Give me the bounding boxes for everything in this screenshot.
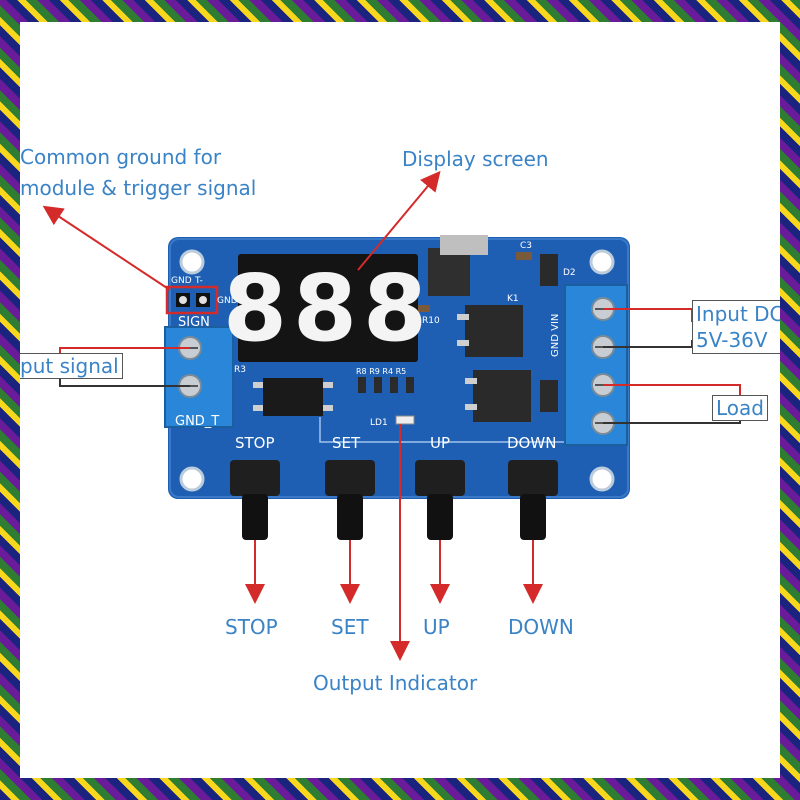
down-switch — [508, 460, 558, 540]
label-up: UP — [423, 615, 450, 639]
silk-gnd-vin: GND VIN — [550, 314, 561, 357]
line-load-top — [603, 384, 741, 397]
label-common-ground-2: module & trigger signal — [20, 176, 257, 200]
set-switch — [325, 460, 375, 540]
silk-c3: C3 — [520, 241, 532, 251]
display-digits: 888 — [223, 255, 433, 362]
silk-up: UP — [430, 434, 450, 452]
silk-r3: R3 — [234, 365, 246, 375]
callout-arrows — [42, 170, 741, 661]
arrow-display — [357, 170, 441, 271]
line-input-signal-bottom — [59, 378, 190, 387]
mount-hole-br — [589, 466, 615, 492]
label-common-ground-1: Common ground for — [20, 145, 222, 169]
silk-gnd-t: GND_T — [175, 414, 219, 429]
label-input-signal: put signal — [20, 353, 123, 379]
silk-r10: R10 — [422, 316, 440, 326]
mount-hole-bl — [179, 466, 205, 492]
mount-hole-tl — [179, 249, 205, 275]
up-switch — [415, 460, 465, 540]
label-output-indicator: Output Indicator — [313, 671, 478, 695]
silk-ld1: LD1 — [370, 418, 388, 428]
mount-hole-tr — [589, 249, 615, 275]
label-down: DOWN — [508, 615, 574, 639]
silk-gnd2: GND — [217, 296, 238, 306]
silk-d2: D2 — [563, 268, 576, 278]
label-input-dc: Input DC 5V-36V — [692, 300, 780, 354]
label-set: SET — [331, 615, 369, 639]
arrow-common-ground — [42, 205, 171, 291]
label-input-dc-2: 5V-36V — [696, 328, 768, 352]
silk-down: DOWN — [507, 434, 556, 452]
label-input-dc-1: Input DC — [696, 302, 780, 326]
label-load: Load — [712, 395, 768, 421]
module-diagram: GND T- GND SIGN GND_T R3 R10 K1 C3 D2 LD… — [42, 170, 741, 661]
label-display-screen: Display screen — [402, 147, 549, 171]
seven-segment-display — [238, 254, 418, 362]
silk-r-group: R8 R9 R4 R5 — [356, 367, 406, 376]
components — [253, 235, 558, 425]
stop-switch — [230, 460, 280, 540]
jumper-header — [165, 285, 219, 315]
silk-t: T- — [194, 276, 203, 286]
diagram-canvas: GND T- GND SIGN GND_T R3 R10 K1 C3 D2 LD… — [20, 22, 780, 778]
signal-terminal-block — [164, 326, 234, 428]
silk-gnd: GND — [171, 276, 192, 286]
label-stop: STOP — [225, 615, 278, 639]
silk-sign: SIGN — [178, 315, 210, 330]
output-led — [395, 415, 415, 425]
silk-k1: K1 — [507, 294, 519, 304]
silk-set: SET — [332, 434, 361, 452]
silkscreen: GND T- GND SIGN GND_T R3 R10 K1 C3 D2 LD… — [171, 241, 576, 452]
silk-stop: STOP — [235, 434, 275, 452]
tactile-buttons — [230, 460, 558, 540]
